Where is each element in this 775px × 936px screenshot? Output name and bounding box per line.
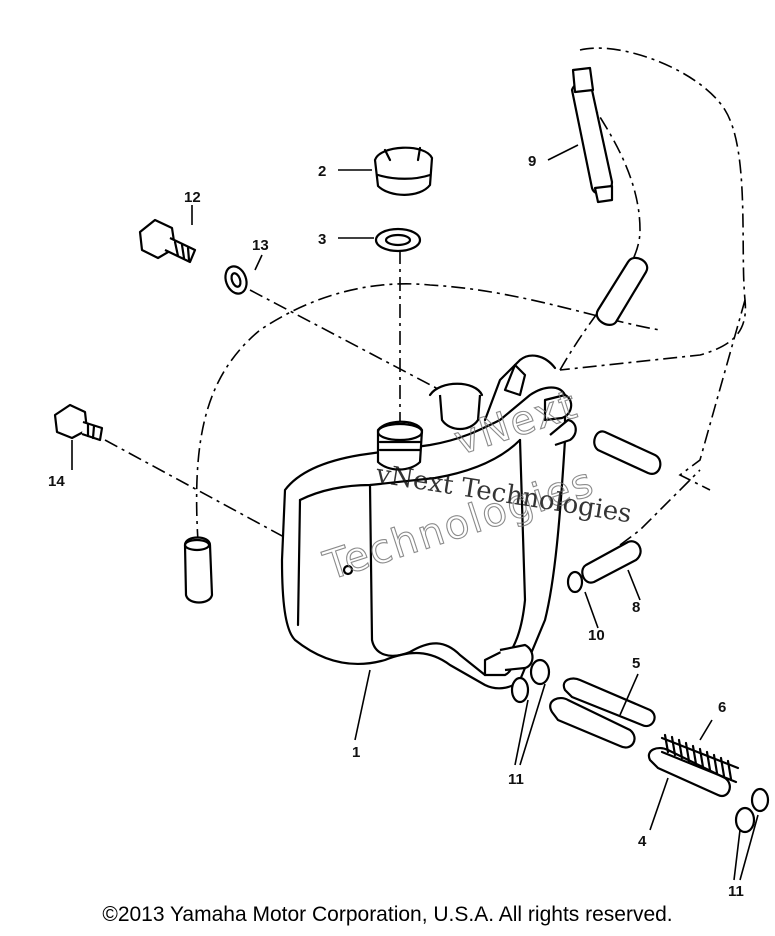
hose-pieces (183, 256, 662, 604)
callout-5: 4 (638, 833, 647, 850)
callout-12: 12 (184, 189, 201, 206)
callout-13: 13 (252, 237, 269, 254)
callout-14: 14 (48, 473, 65, 490)
callout-8: 8 (632, 599, 640, 616)
copyright-notice: ©2013 Yamaha Motor Corporation, U.S.A. A… (102, 903, 673, 926)
callout-2: 2 (318, 163, 326, 180)
bolt-part-14 (53, 403, 104, 442)
ring-part-10 (566, 570, 584, 594)
clamps-part-11 (510, 658, 770, 834)
leader-lines (71, 144, 759, 881)
callout-11-a: 11 (508, 771, 524, 788)
gasket-part-3 (374, 227, 422, 253)
washer-part-13 (224, 265, 248, 295)
callout-10: 10 (588, 627, 605, 644)
hose-part-9 (570, 66, 614, 204)
callout-11-b: 11 (728, 883, 744, 900)
callout-1: 1 (352, 744, 360, 761)
callout-6: 6 (718, 699, 726, 716)
bolt-part-12 (138, 218, 197, 264)
cap-part-2 (373, 146, 434, 196)
oil-tank (280, 354, 577, 690)
callout-labels: 2 3 9 12 13 14 1 5 6 4 8 10 11 11 (48, 153, 744, 900)
hoses-part-4-5 (549, 677, 731, 798)
callout-4: 5 (632, 655, 640, 672)
callout-3: 3 (318, 231, 326, 248)
callout-9: 9 (528, 153, 536, 170)
parts-diagram: vNext Technologies vNext Technologies 2 … (48, 47, 770, 900)
spring-part-6 (660, 733, 740, 784)
